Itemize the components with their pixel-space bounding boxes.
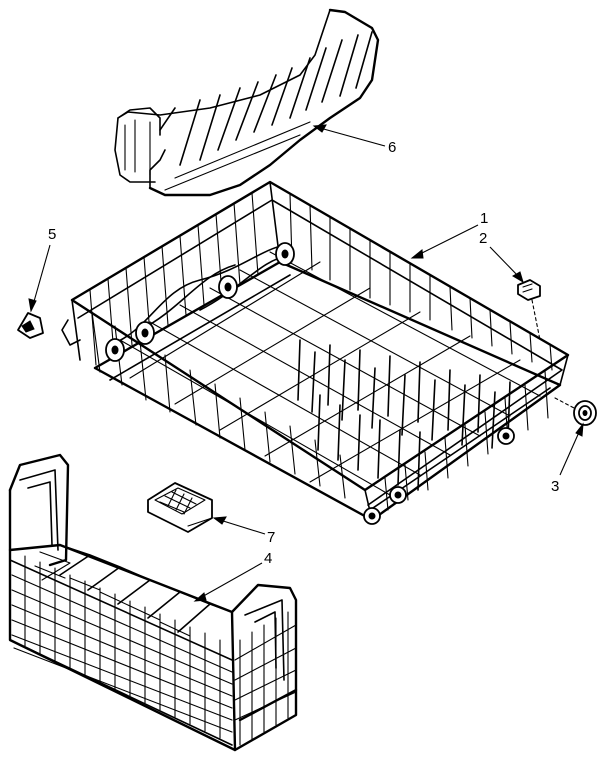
part-1-lower-rack	[61, 180, 570, 525]
part-2-clip	[517, 279, 541, 301]
callout-2: 2	[479, 230, 487, 247]
rack-wheel	[275, 242, 295, 266]
callout-1: 1	[480, 210, 488, 227]
part-7-lid	[147, 482, 213, 533]
rack-wheel	[497, 427, 515, 445]
part-6-shelf	[114, 8, 380, 197]
rack-wheel	[363, 507, 381, 525]
part-5-clip	[17, 312, 44, 339]
rack-wheel	[135, 321, 155, 345]
part-3-wheel	[554, 397, 597, 426]
callout-7: 7	[267, 529, 275, 546]
callouts: 6 1 2 5 3 7 4	[28, 124, 584, 602]
part-4-silverware-basket	[8, 453, 298, 752]
rack-wheel	[389, 486, 407, 504]
callout-3: 3	[551, 478, 559, 495]
callout-5: 5	[48, 226, 56, 243]
rack-wheel	[105, 338, 125, 362]
callout-6: 6	[388, 139, 396, 156]
callout-4: 4	[264, 550, 272, 567]
rack-wheel	[218, 275, 238, 299]
